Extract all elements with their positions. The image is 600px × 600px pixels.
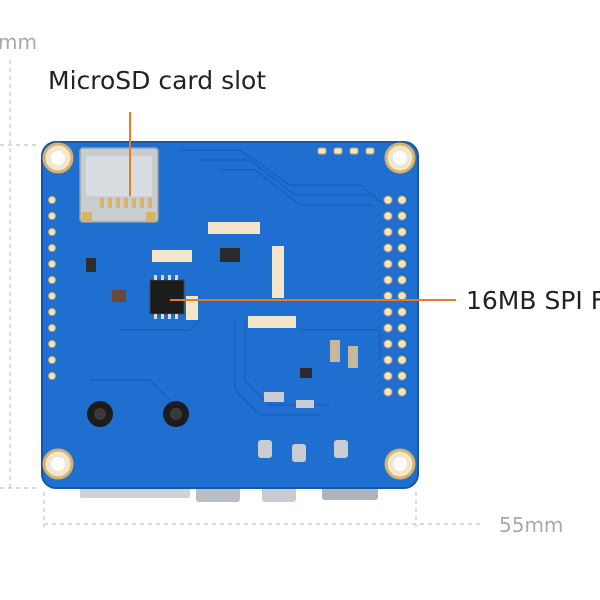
- top-edge-pads: [317, 147, 375, 155]
- right-pin-header: [383, 195, 407, 397]
- microsd-slot: [79, 147, 159, 223]
- solder-pad-strips: [152, 222, 296, 328]
- height-dimension-label: mm: [0, 30, 37, 54]
- left-edge-pads: [48, 196, 56, 380]
- microsd-callout-label: MicroSD card slot: [48, 66, 267, 95]
- width-dimension-label: 55mm: [499, 513, 564, 537]
- small-components: [86, 248, 358, 462]
- callout-lines: [129, 112, 456, 301]
- mounting-holes: [42, 142, 416, 480]
- standoff-right: [163, 401, 189, 427]
- pcb-board: [41, 141, 419, 489]
- pcb-base: [41, 141, 419, 489]
- spi-flash-callout-label: 16MB SPI F: [466, 286, 600, 315]
- dimension-lines: [0, 60, 480, 527]
- standoff-left: [87, 401, 113, 427]
- spi-flash-chip: [149, 275, 185, 319]
